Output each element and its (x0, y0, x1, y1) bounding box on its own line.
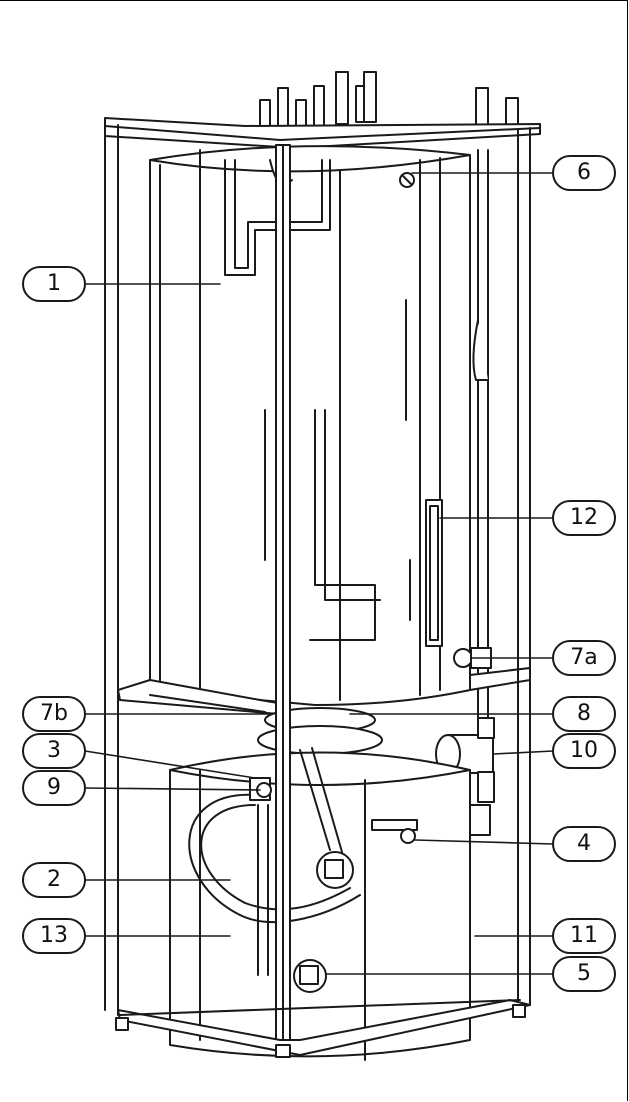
callout-13: 13 (40, 923, 68, 948)
leader-lines (82, 172, 554, 975)
callout-5: 5 (577, 961, 591, 986)
middle-frame (117, 667, 531, 716)
lower-tank (169, 747, 471, 1061)
callout-9: 9 (47, 775, 61, 800)
callout-6: 6 (577, 160, 591, 185)
callout-2: 2 (47, 867, 61, 892)
right-pipe (453, 149, 492, 731)
callout-1: 1 (47, 271, 61, 296)
upper-tank (149, 145, 471, 706)
callout-7a: 7a (570, 645, 598, 670)
callout-10: 10 (570, 738, 598, 763)
callout-12: 12 (570, 505, 598, 530)
base-frame (115, 999, 531, 1058)
callout-3: 3 (47, 738, 61, 763)
callout-pills (22, 155, 616, 992)
frame-posts (104, 119, 531, 1016)
curved-hose (188, 777, 361, 976)
callout-7b: 7b (40, 701, 68, 726)
front-pillar (275, 144, 291, 1046)
callout-4: 4 (577, 831, 591, 856)
callout-11: 11 (570, 923, 598, 948)
callout-8: 8 (577, 701, 591, 726)
top-pipe-connections (259, 71, 519, 143)
